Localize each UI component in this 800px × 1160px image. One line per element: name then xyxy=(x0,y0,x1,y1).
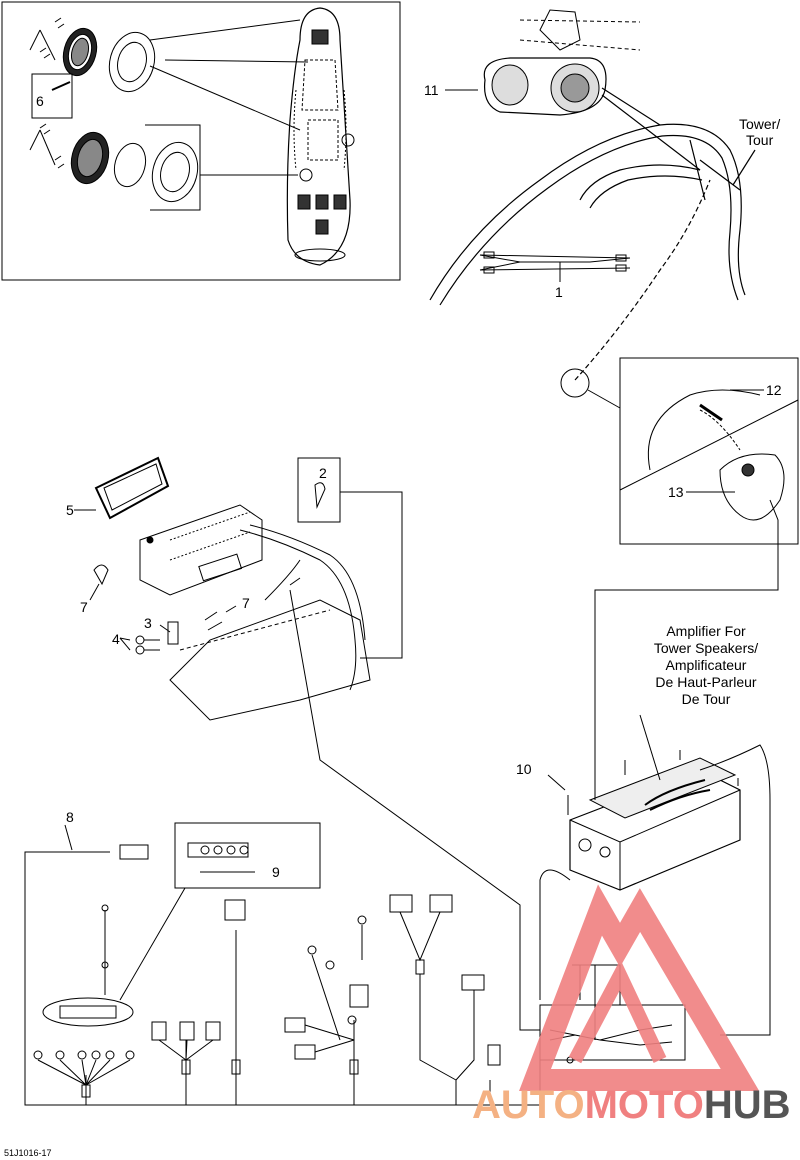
svg-text:Tower Speakers/: Tower Speakers/ xyxy=(654,640,758,656)
tower-harness xyxy=(479,251,631,282)
detail-circle xyxy=(560,368,590,398)
callout-3: 3 xyxy=(144,615,152,631)
svg-text:Amplifier For: Amplifier For xyxy=(666,623,746,639)
amplifier xyxy=(567,750,741,891)
watermark-logo xyxy=(519,884,760,1091)
gasket xyxy=(74,456,170,520)
callout-11: 11 xyxy=(424,82,439,98)
callout-4: 4 xyxy=(112,631,120,647)
callout-8: 8 xyxy=(66,809,74,825)
callout-10: 10 xyxy=(516,761,532,777)
figure-code: 51J1016-17 xyxy=(4,1148,52,1158)
tower-label-line1: Tower/ xyxy=(739,116,780,132)
watermark-text: AUTOMOTOHUB xyxy=(472,1083,791,1127)
callout-13: 13 xyxy=(668,484,684,500)
callout-7a: 7 xyxy=(80,599,88,615)
callout-2-box xyxy=(297,457,341,523)
connector-detail-frame xyxy=(539,1004,686,1061)
ring-terminals xyxy=(33,1050,135,1098)
callout-12: 12 xyxy=(766,382,782,398)
svg-text:De Tour: De Tour xyxy=(682,691,731,707)
speaker-lower xyxy=(70,124,298,211)
svg-text:De Haut-Parleur: De Haut-Parleur xyxy=(655,674,756,690)
tower-label-line2: Tour xyxy=(746,132,774,148)
detail-inset-frame xyxy=(619,357,799,545)
fuse-holder xyxy=(187,842,255,873)
boat-hull xyxy=(286,7,355,266)
bus-bar xyxy=(42,904,134,1027)
callout-9-box xyxy=(174,822,321,889)
callout-6: 6 xyxy=(36,93,44,109)
amplifier-caption: Amplifier For Tower Speakers/ Amplificat… xyxy=(654,623,758,707)
callout-9: 9 xyxy=(272,864,280,880)
small-parts xyxy=(89,564,237,655)
callout-2: 2 xyxy=(319,465,327,481)
detail-mount xyxy=(594,389,799,790)
relay-connectors xyxy=(151,899,246,1075)
stereo-unit xyxy=(139,504,263,596)
callout-6-box xyxy=(31,73,73,119)
screw-icons xyxy=(29,17,71,169)
speaker-connectors xyxy=(389,894,501,1081)
mounting-console xyxy=(169,524,371,721)
svg-text:Amplificateur: Amplificateur xyxy=(666,657,747,673)
wakeboard-tower xyxy=(429,87,756,381)
callout-7b: 7 xyxy=(242,595,250,611)
boat-inset-frame xyxy=(1,1,401,281)
callout-1: 1 xyxy=(555,284,563,300)
switch-connectors xyxy=(284,915,369,1075)
speaker-upper xyxy=(62,19,309,131)
tower-speaker-pod xyxy=(445,9,641,116)
callout-5: 5 xyxy=(66,502,74,518)
